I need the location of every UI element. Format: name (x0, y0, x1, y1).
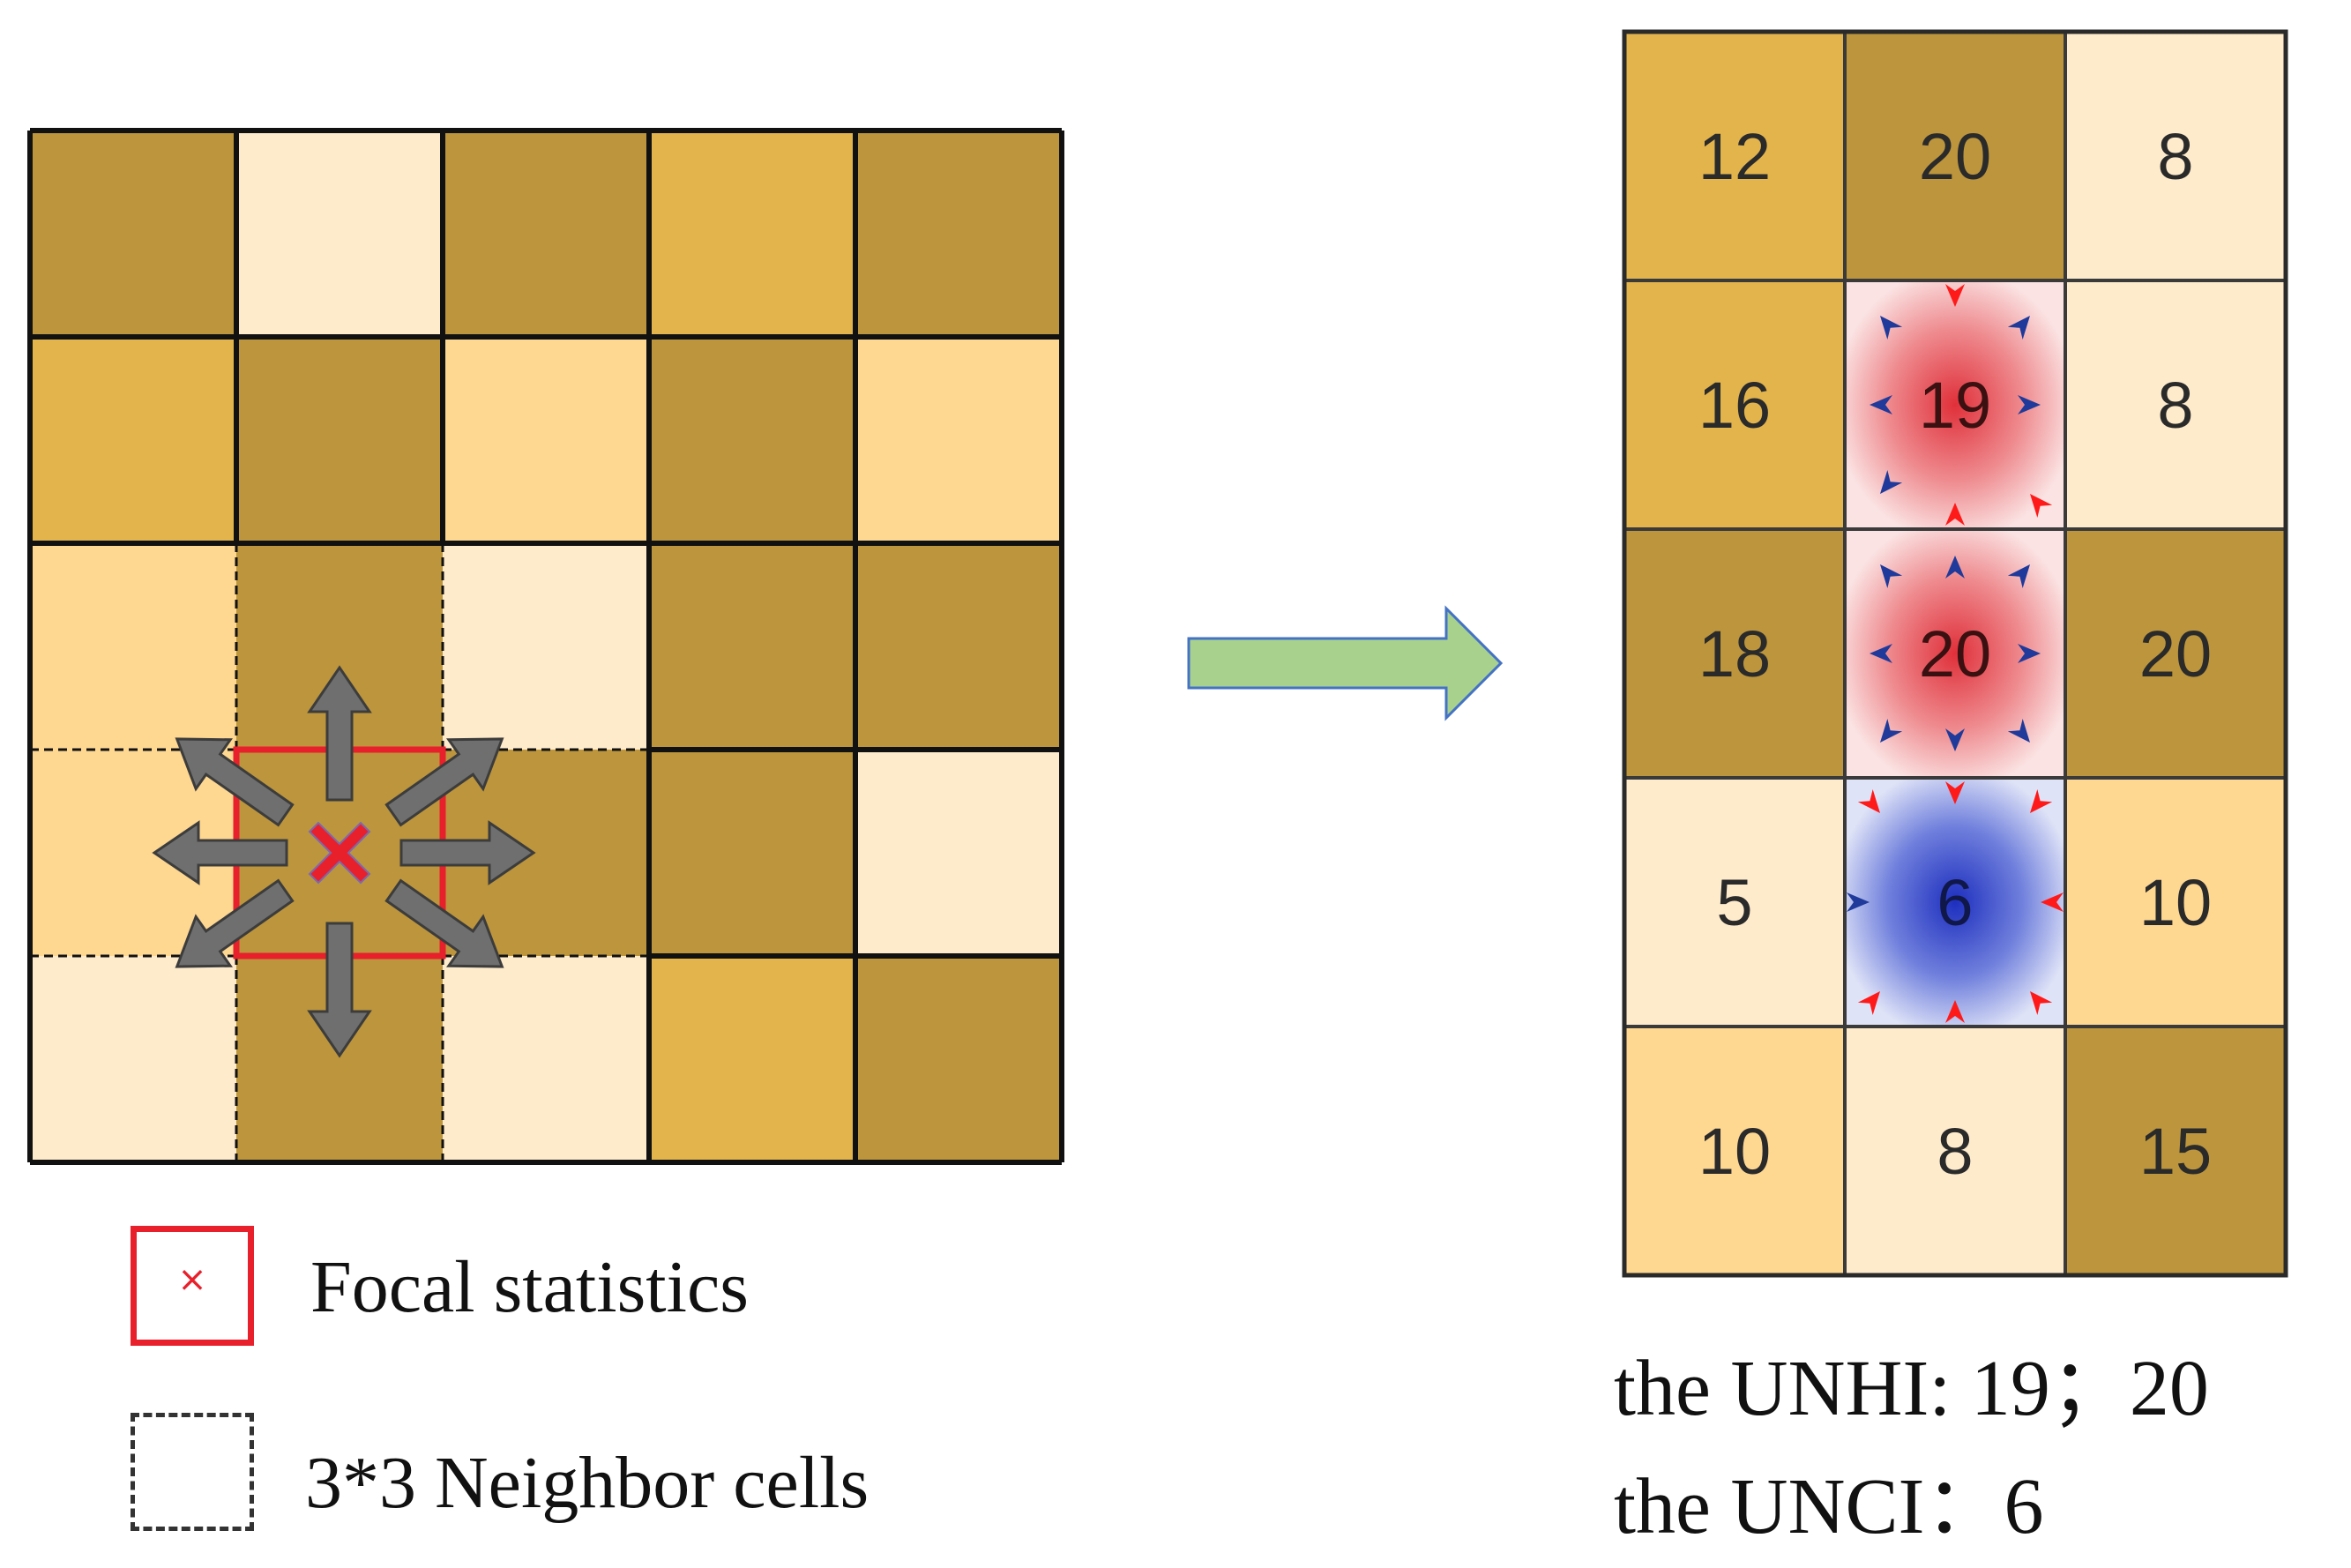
direction-marker-icon (2007, 564, 2030, 588)
output-cell (2064, 776, 2288, 1028)
cell-value: 10 (2139, 866, 2212, 939)
output-cell (2064, 30, 2288, 282)
direction-arrows (152, 665, 536, 1058)
cell-value: 12 (1698, 120, 1771, 193)
input-cell (855, 750, 1062, 956)
arrow-down-left (175, 878, 295, 968)
input-cell (443, 131, 649, 337)
cell-value: 16 (1698, 369, 1771, 442)
direction-marker-icon (2030, 789, 2053, 813)
direction-marker-icon (2018, 644, 2041, 663)
cell-direction-markers (1847, 284, 2064, 1023)
direction-marker-icon (1870, 644, 1892, 663)
direction-marker-icon (1880, 470, 1903, 494)
output-cell (2064, 1025, 2288, 1277)
direction-marker-icon (1880, 316, 1903, 340)
cell-value: 20 (1919, 120, 1991, 193)
cell-value: 8 (2157, 369, 2193, 442)
direction-marker-icon (1857, 789, 1880, 813)
direction-marker-icon (1945, 1000, 1965, 1023)
input-cell (649, 131, 855, 337)
input-cell (855, 131, 1062, 337)
direction-marker-icon (2007, 316, 2030, 340)
input-cell (649, 337, 855, 543)
right-arrow-icon (1187, 605, 1504, 721)
direction-marker-icon (2030, 494, 2053, 518)
output-cell (1843, 30, 2067, 282)
direction-marker-icon (1847, 892, 1870, 912)
cell-value: 20 (1919, 617, 1991, 691)
arrow-up (307, 665, 372, 802)
input-cell (30, 956, 236, 1162)
output-cell (1623, 30, 1847, 282)
output-cell (1623, 1025, 1847, 1277)
input-cell (649, 750, 855, 956)
direction-marker-icon (1945, 284, 1965, 307)
direction-marker-icon (1880, 564, 1903, 588)
input-cell (30, 131, 236, 337)
direction-marker-icon (1945, 781, 1965, 804)
neighbor-legend-label: 3*3 Neighbor cells (305, 1442, 869, 1524)
arrow-right (399, 820, 536, 885)
input-cell (443, 337, 649, 543)
input-cell (30, 543, 236, 750)
direction-marker-icon (1880, 719, 1903, 743)
output-raster-grid: 12 20 8 16 19 8 18 20 20 5 6 10 10 8 15 (1622, 29, 2288, 1278)
direction-marker-icon (2041, 892, 2064, 912)
direction-marker-icon (2018, 395, 2041, 414)
cell-value: 19 (1919, 369, 1991, 442)
output-cell (2064, 279, 2288, 531)
arrow-up-left (175, 737, 295, 827)
input-cell (443, 543, 649, 750)
direction-marker-icon (2030, 991, 2053, 1015)
cell-value: 6 (1937, 866, 1973, 939)
input-cell (236, 337, 443, 543)
unci-caption: the UNCI：6 (1614, 1463, 2044, 1550)
input-cell (443, 956, 649, 1162)
direction-marker-icon (1945, 503, 1965, 526)
input-cell (649, 543, 855, 750)
arrow-down (307, 922, 372, 1058)
direction-marker-icon (1870, 395, 1892, 414)
focal-legend-label: Focal statistics (310, 1246, 749, 1328)
cell-value: 8 (1937, 1115, 1973, 1188)
input-cell (30, 337, 236, 543)
unhi-caption: the UNHI: 19；20 (1614, 1345, 2209, 1432)
output-grid-border (1622, 29, 2288, 1278)
direction-marker-icon (1857, 991, 1880, 1015)
input-raster-grid (27, 128, 1064, 1165)
transform-arrow (1187, 605, 1504, 721)
focal-x-marker (308, 821, 371, 885)
cell-value: 18 (1698, 617, 1771, 691)
direction-marker-icon (2007, 719, 2030, 743)
neighbor-legend-icon (131, 1413, 254, 1531)
cell-value: 20 (2139, 617, 2212, 691)
direction-marker-icon (1945, 728, 1965, 751)
output-cell (1843, 776, 2067, 1028)
arrow-down-right (384, 878, 504, 968)
focal-legend-x-icon: × (177, 1259, 207, 1300)
input-cell (855, 543, 1062, 750)
input-cell (855, 337, 1062, 543)
focal-x-icon (308, 821, 371, 885)
output-cell (1843, 1025, 2067, 1277)
input-cell (236, 131, 443, 337)
input-cell (855, 956, 1062, 1162)
input-cell (649, 956, 855, 1162)
direction-marker-icon (1945, 556, 1965, 579)
cell-value: 10 (1698, 1115, 1771, 1188)
cell-value: 8 (2157, 120, 2193, 193)
arrow-left (152, 820, 288, 885)
arrow-up-right (384, 737, 504, 827)
cell-value: 15 (2139, 1115, 2212, 1188)
cell-value: 5 (1716, 866, 1752, 939)
output-cell (1623, 527, 1847, 780)
focal-legend-icon: × (131, 1226, 254, 1346)
